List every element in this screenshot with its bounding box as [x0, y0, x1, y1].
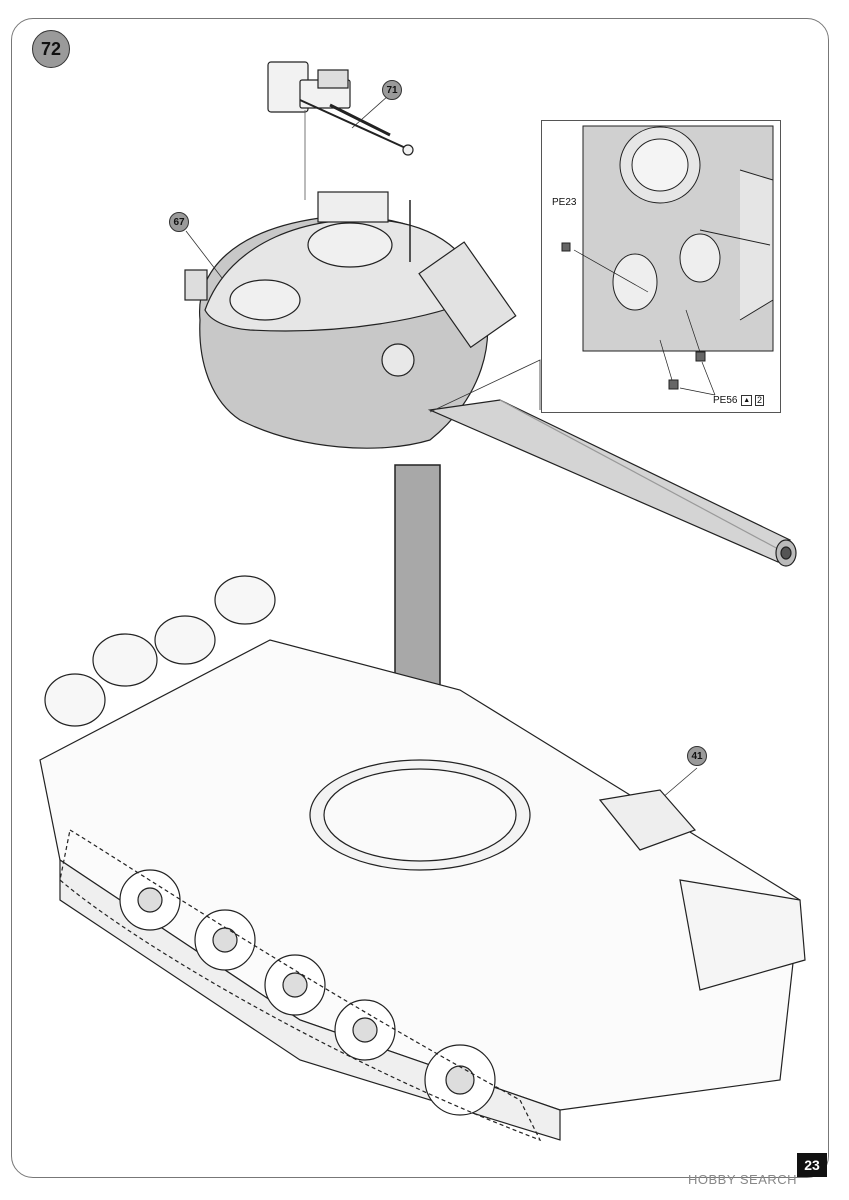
part-callout-67: 67 [169, 212, 189, 232]
page-number-text: 23 [804, 1157, 820, 1173]
part-number: 41 [691, 750, 703, 762]
photo-etch-label-pe56: PE56 ▲ 2 [713, 395, 765, 407]
machine-gun-illustration [267, 61, 414, 200]
part-number: 67 [173, 216, 185, 228]
step-number: 72 [40, 38, 62, 59]
watermark-text: HOBBY SEARCH [688, 1172, 798, 1187]
pe56-quantity: 2 [755, 395, 765, 407]
turret-illustration [184, 191, 517, 449]
inset-detail-drawing [561, 125, 774, 396]
step-number-badge: 72 [32, 30, 70, 68]
part-callout-41: 41 [687, 746, 707, 766]
page-number: 23 [797, 1153, 827, 1177]
part-callout-71: 71 [382, 80, 402, 100]
hull-illustration [39, 575, 806, 1142]
part-number: 71 [386, 84, 398, 96]
pe56-text: PE56 [713, 395, 738, 407]
pe-symbol-icon: ▲ [741, 395, 753, 406]
gun-barrel-illustration [427, 399, 797, 567]
photo-etch-label-pe23: PE23 [552, 197, 577, 208]
detail-inset-frame [541, 120, 781, 413]
instruction-sheet-frame [11, 18, 829, 1178]
